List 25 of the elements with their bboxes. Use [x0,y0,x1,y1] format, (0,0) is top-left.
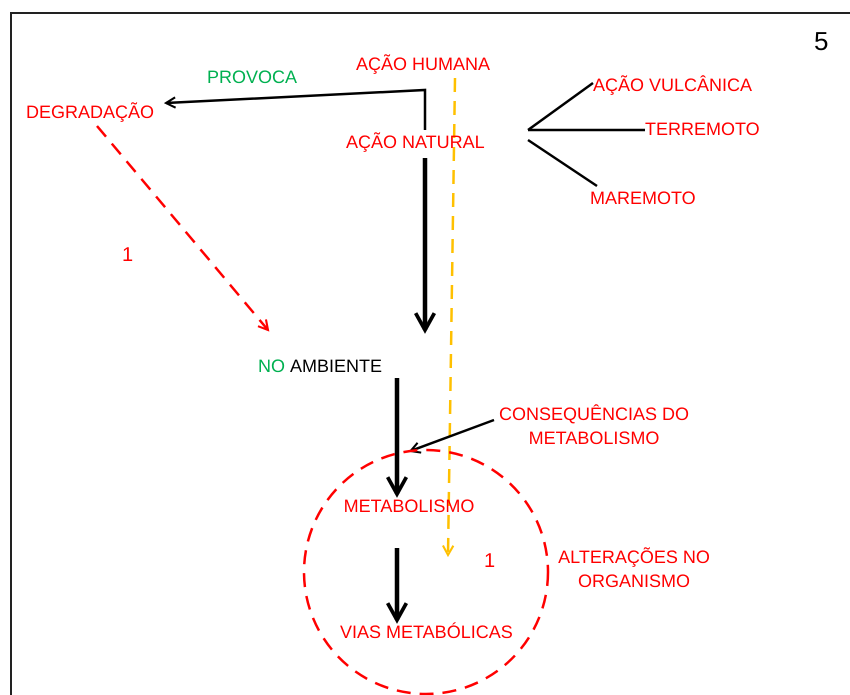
side-note: ALTERAÇÕES NO ORGANISMO [557,546,711,593]
callout-number: 1 [122,244,134,267]
arrow [164,88,426,130]
node-label: DEGRADAÇÃO [26,101,154,124]
arrow [386,548,408,622]
node-label: AÇÃO VULCÂNICA [593,74,752,97]
connector-line [528,128,645,132]
node-label: VIAS METABÓLICAS [340,621,513,644]
page-number: 5 [814,26,828,57]
node-label: AÇÃO HUMANA [356,53,490,76]
arrow [414,158,436,332]
node-label: AÇÃO NATURAL [346,131,485,154]
node-label: CONSEQUÊNCIAS DO METABOLISMO [498,403,690,450]
connector-line [527,82,594,132]
arrow [442,78,456,556]
callout-number: 1 [484,550,496,573]
node-label: AMBIENTE [290,355,382,378]
arrow [386,378,408,496]
node-label: NO [258,355,285,378]
arrow [410,418,494,454]
node-label: METABOLISMO [344,495,474,518]
node-label: MAREMOTO [590,187,696,210]
arrow [96,125,270,332]
node-label: TERREMOTO [645,118,760,141]
connector-line [527,138,598,188]
